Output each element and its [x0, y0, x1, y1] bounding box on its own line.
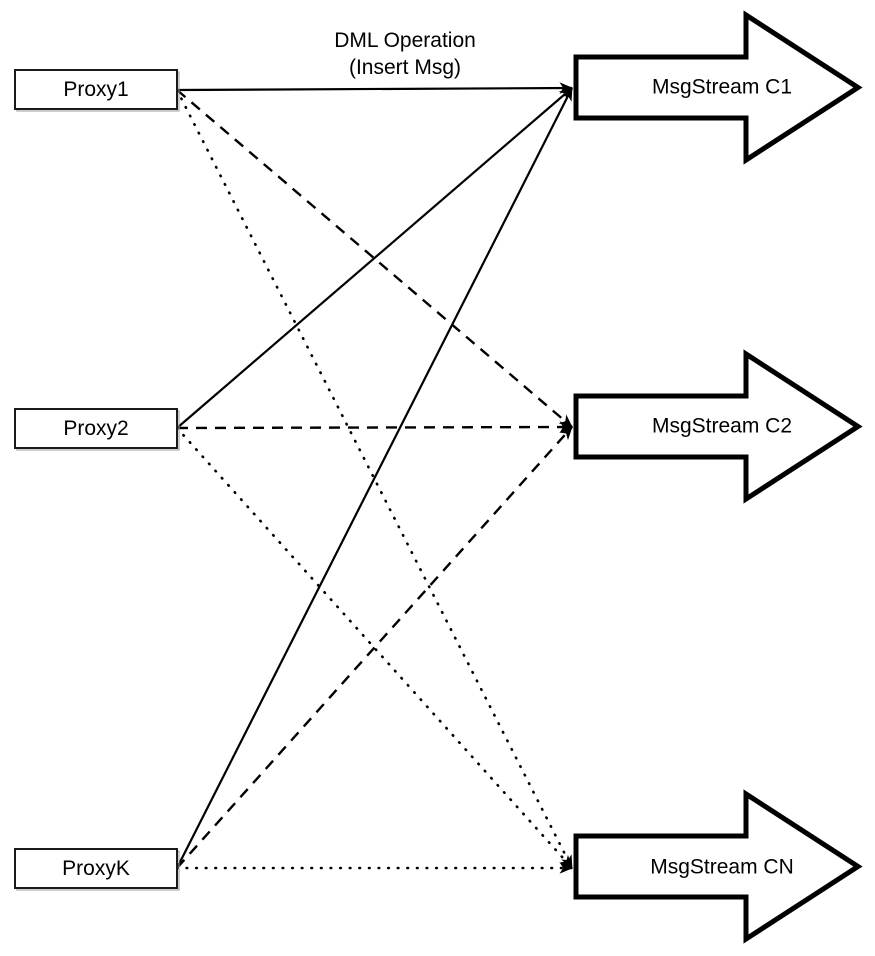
stream-label: MsgStream C1	[652, 76, 792, 99]
connection-pk-c1	[176, 87, 573, 869]
proxy-box	[14, 848, 178, 889]
stream-arrow-shape	[573, 349, 863, 504]
connection-line	[175, 88, 574, 870]
connection-p2-c2	[176, 421, 573, 433]
connection-p1-c1	[176, 82, 573, 94]
connection-line	[176, 87, 573, 869]
proxy-box	[14, 408, 178, 449]
connection-line	[176, 87, 573, 429]
proxy-box	[14, 69, 178, 110]
edge-label-line-2: (Insert Msg)	[349, 56, 461, 79]
proxy-label: ProxyK	[62, 857, 130, 880]
connections-layer	[175, 82, 574, 874]
connection-p1-c2	[176, 89, 573, 428]
proxy-node-proxy2[interactable]: Proxy2	[14, 408, 180, 451]
connection-p1-cn	[175, 88, 574, 870]
proxy-node-proxyk[interactable]: ProxyK	[14, 848, 180, 891]
connection-pk-c2	[176, 426, 573, 869]
stream-node-stream_c1[interactable]: MsgStream C1	[573, 10, 863, 165]
stream-node-stream_c2[interactable]: MsgStream C2	[573, 349, 863, 504]
proxy-label: Proxy2	[63, 417, 128, 440]
proxy-node-proxy1[interactable]: Proxy1	[14, 69, 180, 112]
stream-arrow-shape	[573, 10, 863, 165]
connection-line	[176, 421, 573, 433]
connection-p2-c1	[176, 87, 573, 429]
edge-label-group: DML Operation (Insert Msg)	[334, 29, 476, 79]
connection-line	[176, 82, 573, 94]
connection-line	[176, 426, 573, 869]
connection-line	[176, 89, 573, 428]
stream-node-stream_cn[interactable]: MsgStream CN	[573, 789, 863, 944]
stream-label: MsgStream C2	[652, 415, 792, 438]
edge-label-line-1: DML Operation	[334, 29, 476, 52]
stream-label: MsgStream CN	[650, 856, 794, 879]
stream-arrow-shape	[573, 789, 863, 944]
proxy-label: Proxy1	[63, 78, 128, 101]
streams-layer: MsgStream C1 MsgStream C2 MsgStream CN	[573, 10, 863, 944]
